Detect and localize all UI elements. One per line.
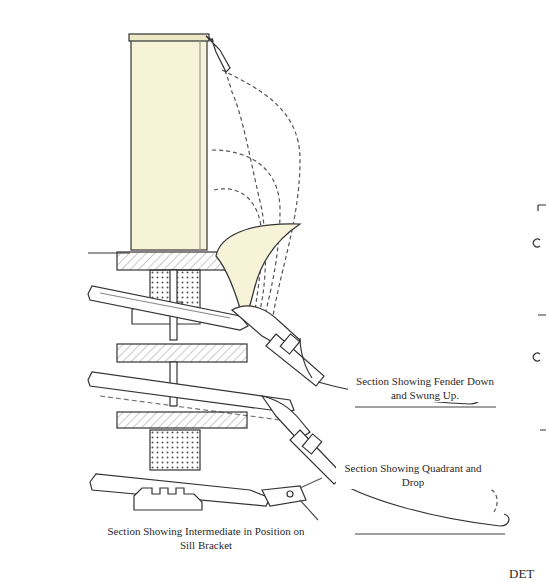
heading-fragment: DET xyxy=(507,566,545,581)
caption-label: Section Showing Intermediate in Position… xyxy=(104,524,308,552)
caption-label: Section Showing Fender Down and Swung Up… xyxy=(348,374,502,402)
caption-label: Section Showing Quadrant and Drop xyxy=(336,461,490,489)
